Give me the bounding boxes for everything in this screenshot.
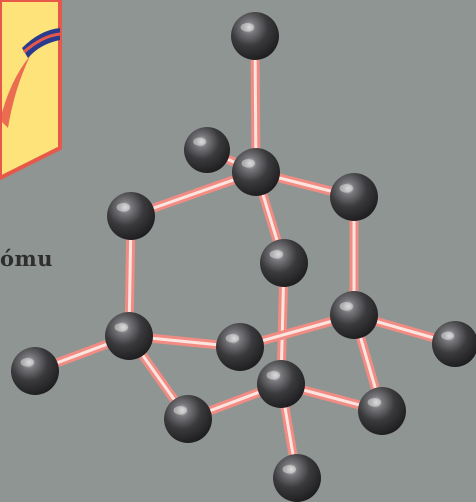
atom-highlight [282, 465, 297, 474]
atom-highlight [240, 23, 255, 32]
atom-highlight [367, 398, 382, 407]
atom-highlight [193, 137, 207, 146]
atom [107, 192, 155, 240]
atom-highlight [241, 159, 256, 168]
atom [330, 291, 378, 339]
atom-highlight [114, 323, 129, 332]
decorative-card-fragment [0, 0, 62, 181]
atom [260, 239, 308, 287]
atom-highlight [269, 250, 284, 259]
atom [330, 173, 378, 221]
atom [432, 321, 476, 367]
atom [164, 395, 212, 443]
atom [273, 454, 321, 502]
atom-highlight [339, 302, 354, 311]
atom [11, 347, 59, 395]
atom [358, 387, 406, 435]
atom [257, 360, 305, 408]
atom-highlight [441, 331, 455, 340]
atom [184, 127, 230, 173]
atom-highlight [339, 184, 354, 193]
atoms-layer [11, 12, 476, 502]
atom [231, 12, 279, 60]
atom-highlight [20, 358, 35, 367]
atom [216, 323, 264, 371]
atom-highlight [266, 371, 281, 380]
atom-highlight [173, 406, 188, 415]
atom [105, 312, 153, 360]
atom [232, 148, 280, 196]
atom-highlight [225, 334, 240, 343]
caption-fragment: ómu [0, 246, 53, 271]
atom-highlight [116, 203, 131, 212]
